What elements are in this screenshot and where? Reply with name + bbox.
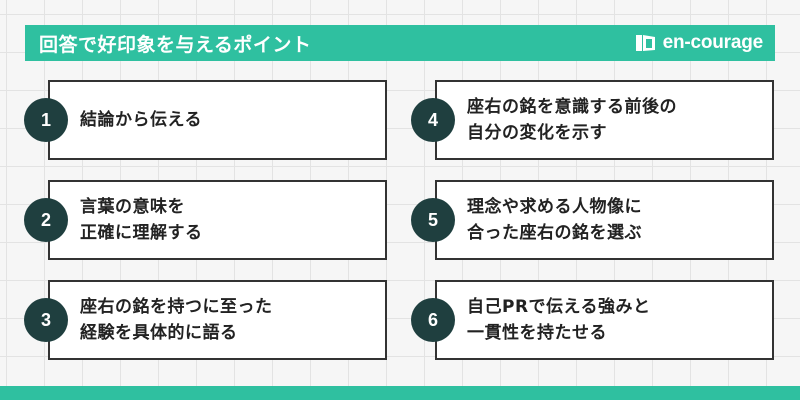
point-text-1: 結論から伝える (80, 109, 202, 130)
point-number-6: 6 (411, 298, 455, 342)
point-number-4: 4 (411, 98, 455, 142)
footer-accent-bar (0, 386, 800, 400)
point-card-4: 座右の銘を意識する前後の 自分の変化を示す (435, 80, 774, 160)
point-text-2: 言葉の意味を 正確に理解する (80, 196, 203, 243)
point-number-1: 1 (24, 98, 68, 142)
page-title: 回答で好印象を与えるポイント (39, 33, 312, 56)
point-card-1: 結論から伝える (48, 80, 387, 160)
header-banner: 回答で好印象を与えるポイント en-courage (25, 25, 775, 61)
point-text-3: 座右の銘を持つに至った 経験を具体的に語る (80, 296, 273, 343)
point-number-5: 5 (411, 198, 455, 242)
point-card-6: 自己PRで伝える強みと 一貫性を持たせる (435, 280, 774, 360)
logo-text: en-courage (662, 32, 764, 53)
door-icon (635, 35, 655, 51)
point-number-3: 3 (24, 298, 68, 342)
point-text-4: 座右の銘を意識する前後の 自分の変化を示す (467, 96, 677, 143)
point-text-5: 理念や求める人物像に 合った座右の銘を選ぶ (467, 196, 642, 243)
point-card-3: 座右の銘を持つに至った 経験を具体的に語る (48, 280, 387, 360)
point-number-2: 2 (24, 198, 68, 242)
point-card-5: 理念や求める人物像に 合った座右の銘を選ぶ (435, 180, 774, 260)
brand-logo: en-courage (635, 32, 763, 54)
point-card-2: 言葉の意味を 正確に理解する (48, 180, 387, 260)
point-text-6: 自己PRで伝える強みと 一貫性を持たせる (467, 296, 651, 343)
